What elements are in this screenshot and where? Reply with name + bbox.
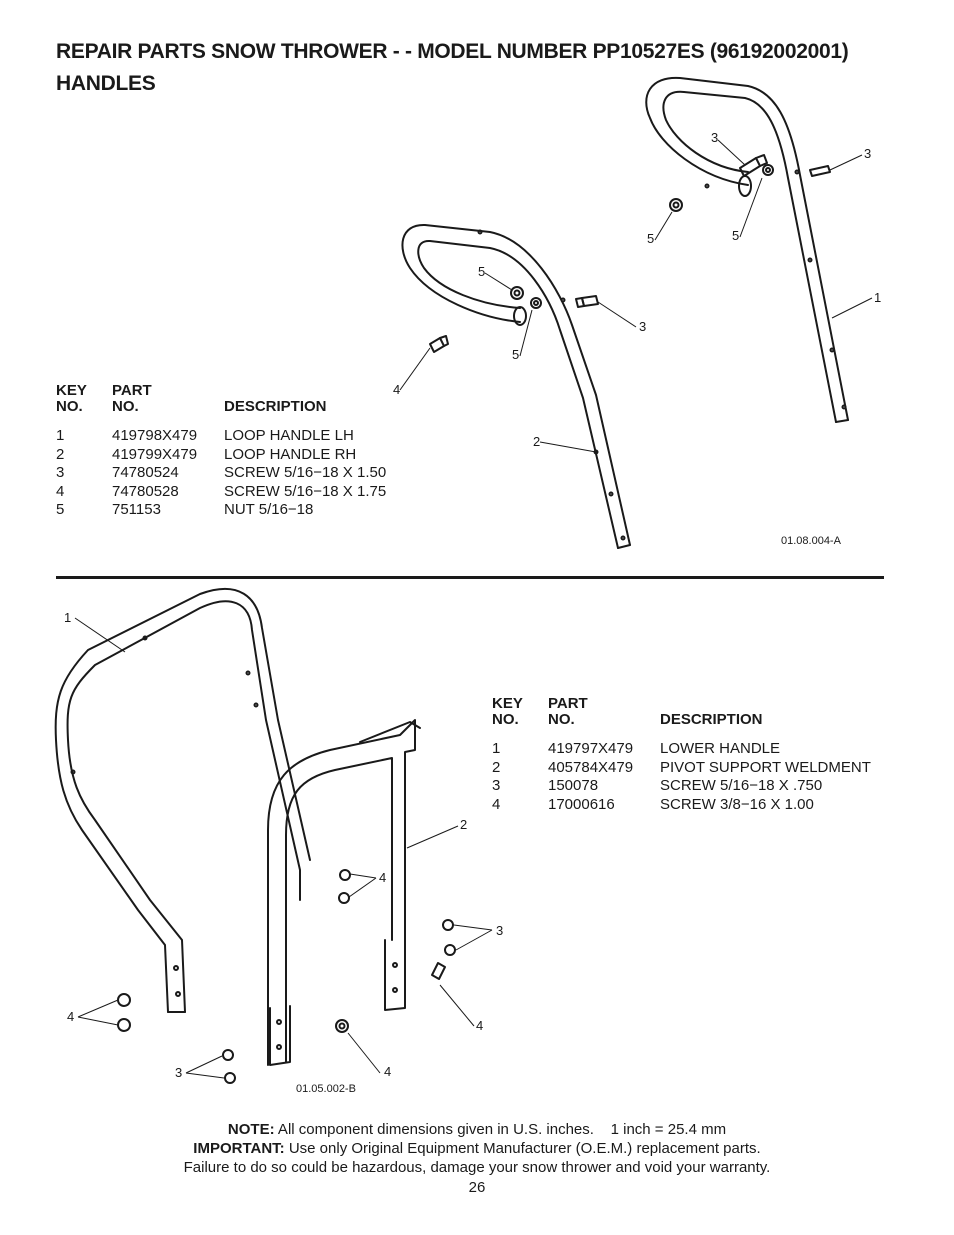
- warranty-warning: Failure to do so could be hazardous, dam…: [183, 1159, 771, 1176]
- callout-upper-3a: 3: [711, 130, 718, 145]
- callout-lower-4b: 4: [67, 1009, 74, 1024]
- loop-handle-lh-drawing: [645, 76, 849, 423]
- upper-diagram-code: 01.08.004-A: [781, 535, 841, 547]
- lower-diagram-code: 01.05.002-B: [296, 1083, 356, 1095]
- callout-upper-3c: 3: [639, 319, 646, 334]
- section-divider: [56, 576, 884, 579]
- callout-upper-5a: 5: [647, 231, 654, 246]
- callout-lower-4c: 4: [476, 1018, 483, 1033]
- important-line: IMPORTANT: Use only Original Equipment M…: [193, 1140, 761, 1157]
- callout-lower-4d: 4: [384, 1064, 391, 1079]
- callout-upper-1: 1: [874, 290, 881, 305]
- callout-lower-3b: 3: [175, 1065, 182, 1080]
- callout-lower-1: 1: [64, 610, 71, 625]
- callout-upper-2: 2: [533, 434, 540, 449]
- callout-lower-4a: 4: [379, 870, 386, 885]
- note-line: NOTE: All component dimensions given in …: [227, 1121, 727, 1138]
- callout-lower-2: 2: [460, 817, 467, 832]
- callout-upper-5b: 5: [732, 228, 739, 243]
- callout-upper-5c: 5: [478, 264, 485, 279]
- lower-handle-drawing: [54, 588, 311, 1013]
- loop-handle-rh-drawing: [401, 223, 631, 549]
- hardware-upper-right: [669, 154, 831, 212]
- hardware-upper-middle: [429, 286, 599, 353]
- page-title: REPAIR PARTS SNOW THROWER - - MODEL NUMB…: [56, 40, 849, 63]
- page-number: 26: [468, 1179, 486, 1196]
- callout-upper-3b: 3: [864, 146, 871, 161]
- description-header: DESCRIPTION: [660, 711, 763, 728]
- description-header: DESCRIPTION: [224, 398, 327, 415]
- callout-upper-5d: 5: [512, 347, 519, 362]
- callout-upper-4: 4: [393, 382, 400, 397]
- pivot-support-weldment-drawing: [267, 719, 421, 1066]
- section-title: HANDLES: [56, 72, 156, 95]
- callout-lower-3a: 3: [496, 923, 503, 938]
